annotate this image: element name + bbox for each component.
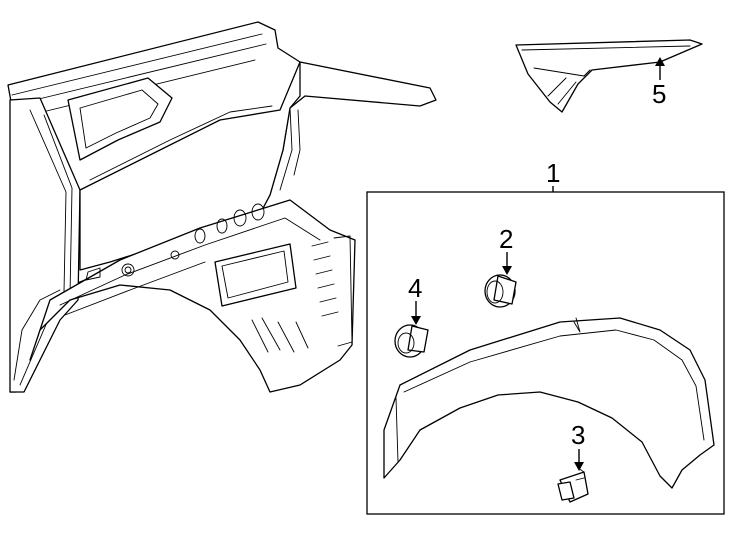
part-3-drawing bbox=[557, 467, 589, 503]
callout-2: 2 bbox=[499, 224, 513, 275]
wheel-flare-drawing bbox=[383, 317, 715, 489]
svg-text:3: 3 bbox=[571, 420, 585, 450]
callout-4: 4 bbox=[408, 273, 422, 325]
parts-group-box bbox=[366, 191, 725, 515]
part-2-drawing bbox=[484, 274, 517, 308]
part-5-drawing bbox=[515, 39, 703, 113]
callout-3: 3 bbox=[571, 420, 585, 471]
quarter-panel-drawing bbox=[7, 21, 437, 393]
svg-text:5: 5 bbox=[652, 79, 666, 109]
svg-text:2: 2 bbox=[499, 224, 513, 254]
svg-text:1: 1 bbox=[546, 158, 560, 188]
part-4-drawing bbox=[394, 324, 429, 358]
callout-5: 5 bbox=[652, 57, 666, 109]
callout-1: 1 bbox=[546, 158, 560, 192]
svg-text:4: 4 bbox=[408, 273, 422, 303]
